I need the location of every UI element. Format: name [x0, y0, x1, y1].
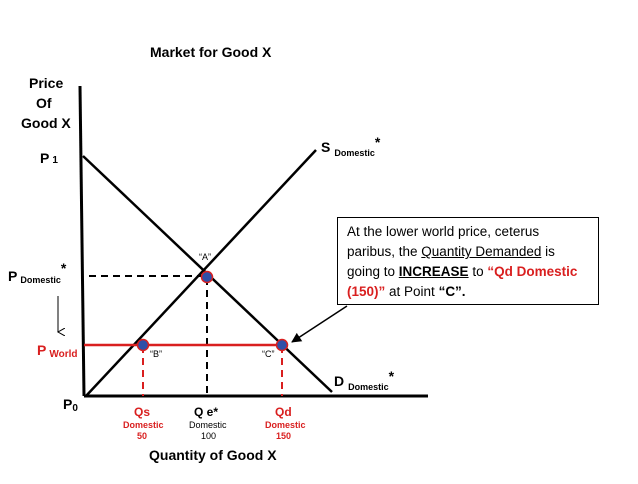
x-axis-label: Quantity of Good X	[149, 447, 277, 463]
price-label-p0: P0	[63, 396, 78, 414]
quantity-label-qs-sub: Domestic	[123, 420, 164, 430]
callout-text-going-to: is going to	[347, 244, 555, 279]
callout-arrow	[291, 305, 348, 343]
quantity-label-qd-value: 150	[276, 431, 292, 441]
point-a-label: “A”	[199, 252, 211, 262]
supply-curve	[85, 149, 317, 397]
quantity-label-qd-sub: Domestic	[265, 420, 306, 430]
quantity-label-qd: Qd	[275, 405, 292, 419]
point-c-label: “C”	[262, 349, 275, 359]
y-axis-label-line1: Price	[29, 75, 64, 91]
callout-text-at-point: at Point	[385, 284, 439, 299]
quantity-label-qe-value: 100	[201, 431, 217, 441]
callout-text-intro: At the lower world price, ceterus paribu…	[347, 224, 540, 259]
callout-text-to: to	[468, 264, 488, 279]
callout-text-quantity-demanded: Quantity Demanded	[421, 244, 542, 259]
y-axis-label-line3: Good X	[21, 115, 71, 131]
diagram-title: Market for Good X	[150, 44, 272, 60]
point-a-marker	[200, 270, 214, 284]
quantity-label-qe-sub: Domestic	[189, 420, 227, 430]
callout-text-point-c: “C”.	[438, 284, 466, 299]
callout-text-qd-domestic: “Qd Domestic (150)”	[347, 264, 578, 299]
point-c-marker	[275, 338, 289, 352]
y-axis-label-line2: Of	[36, 95, 52, 111]
point-b-marker	[136, 338, 150, 352]
y-axis	[78, 85, 86, 397]
quantity-label-qe: Q e*	[194, 405, 219, 419]
quantity-label-qs-value: 50	[137, 431, 148, 441]
quantity-label-qs: Qs	[134, 405, 151, 419]
callout-text-increase: INCREASE	[398, 264, 469, 279]
point-b-label: “B”	[150, 349, 162, 359]
explanation-callout: At the lower world price, ceterus paribu…	[337, 217, 599, 305]
